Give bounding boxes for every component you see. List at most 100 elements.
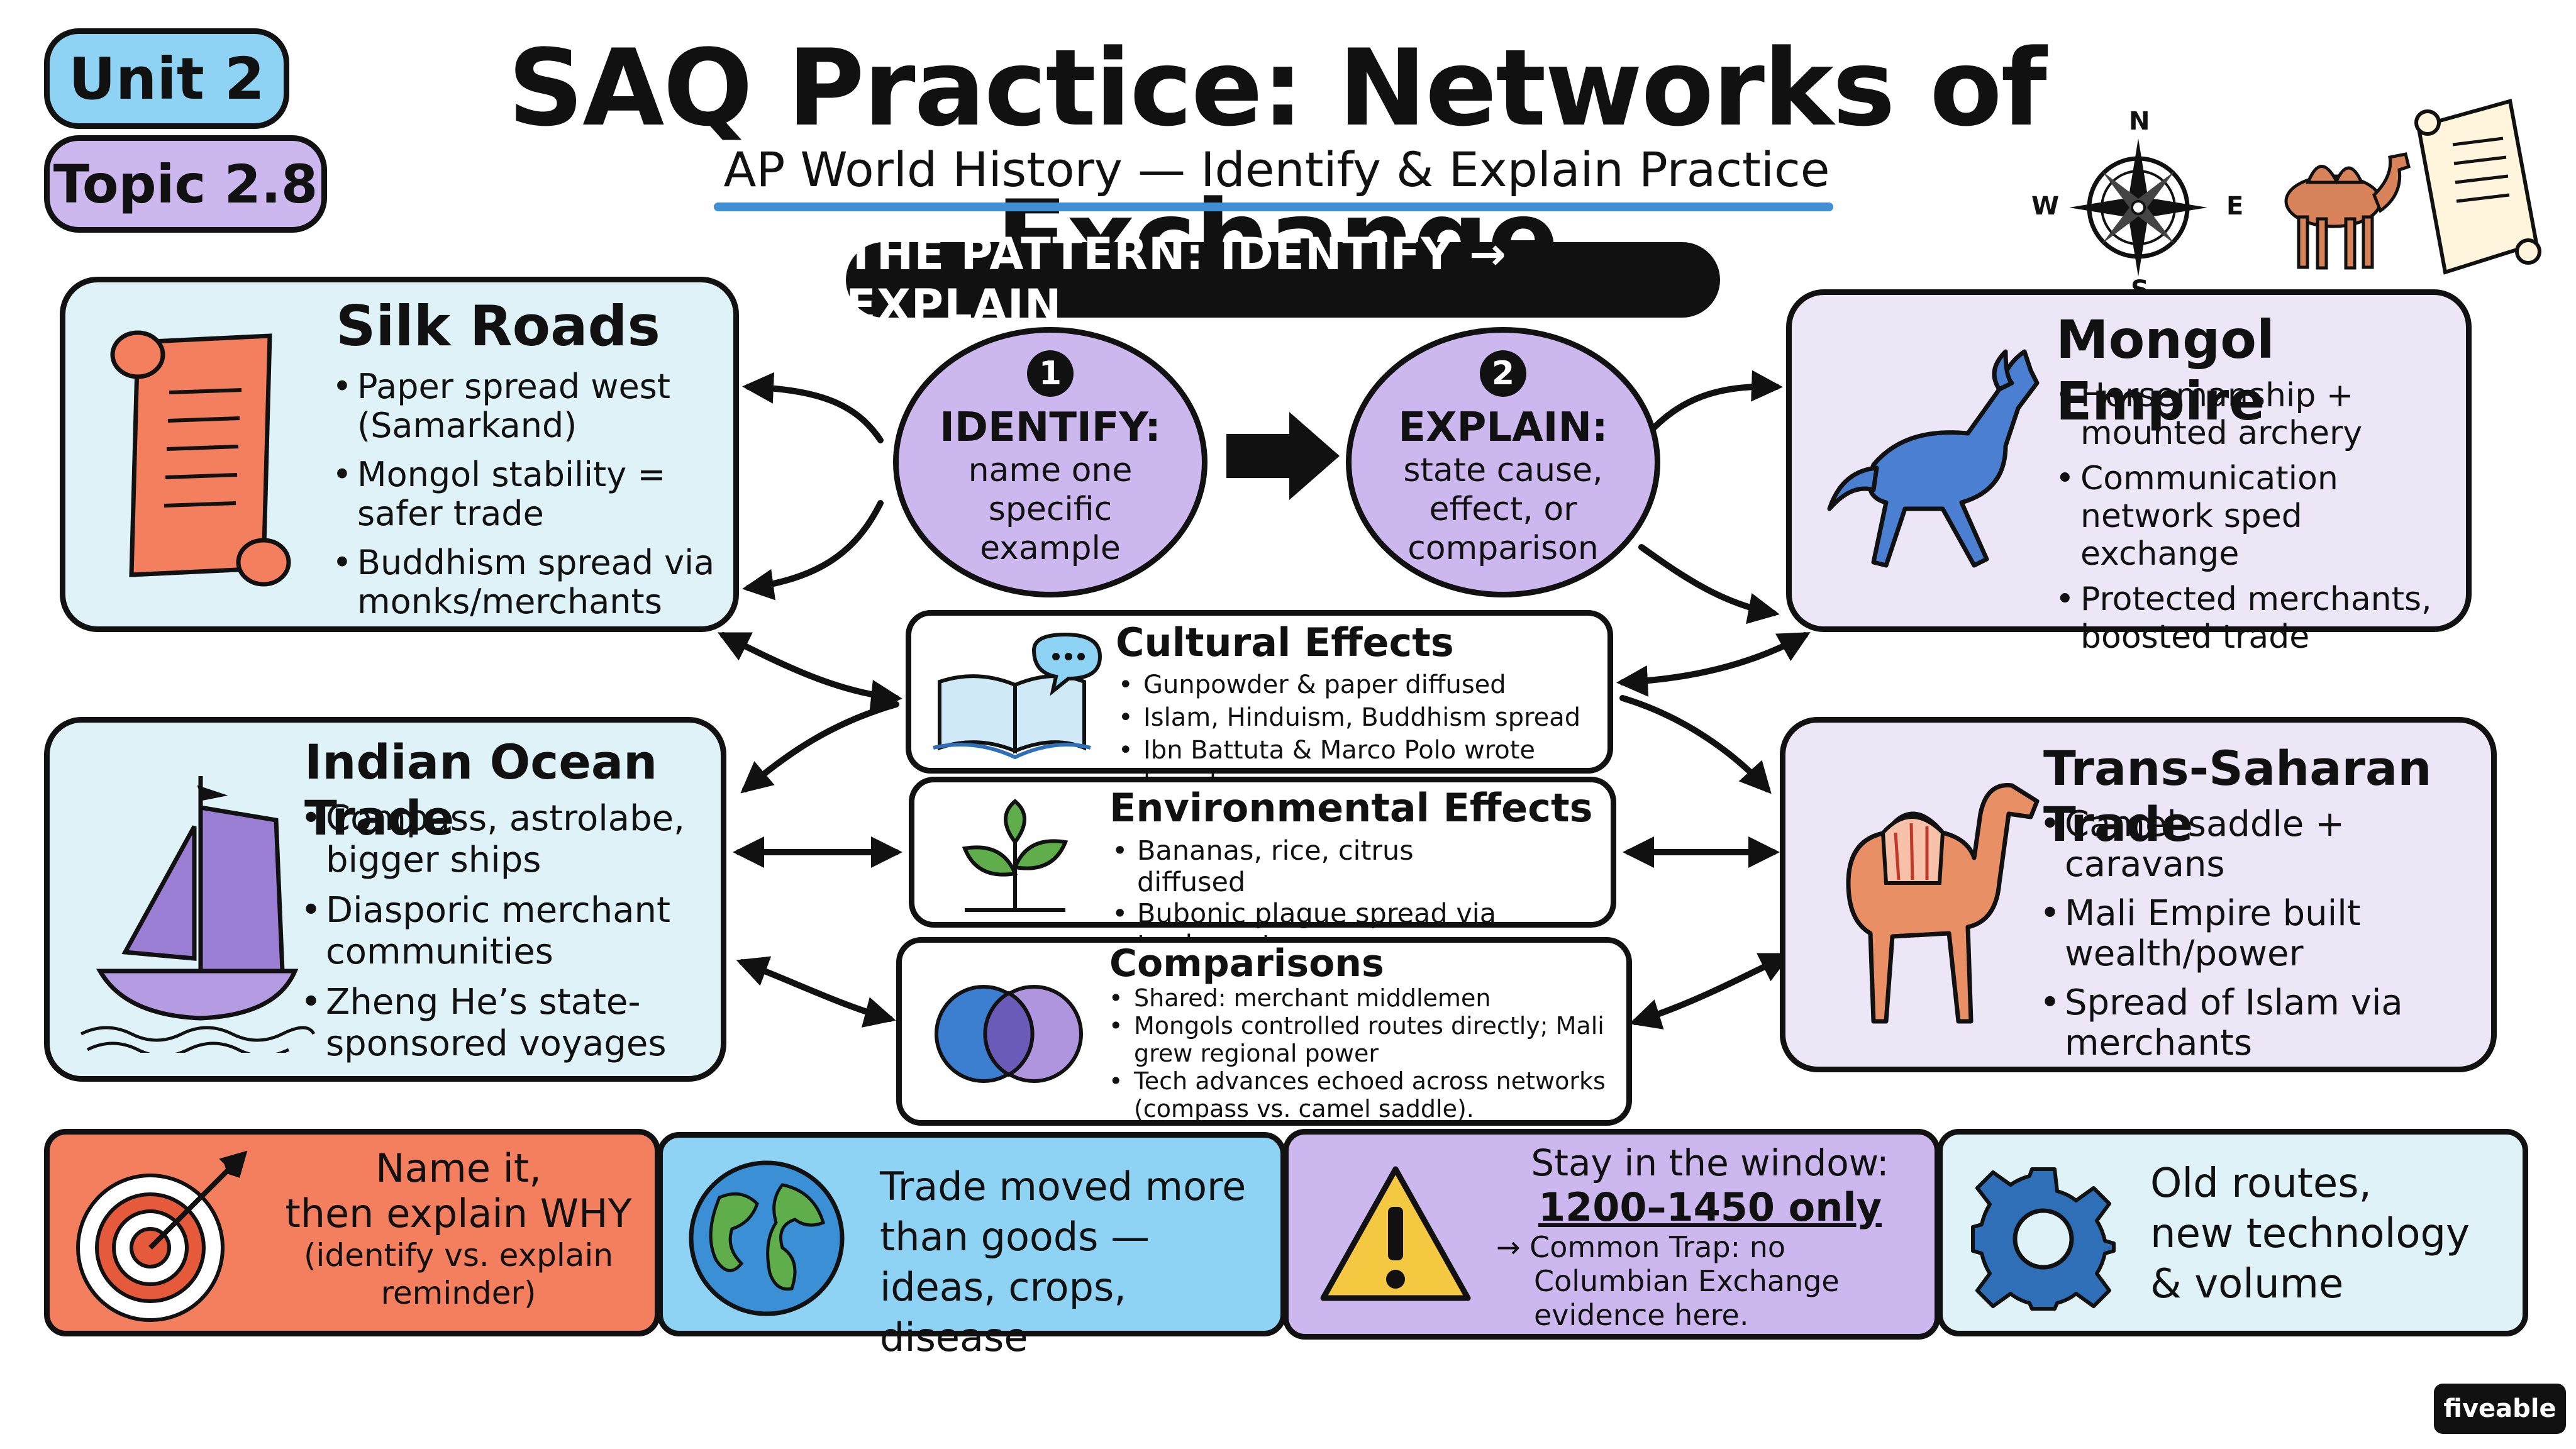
arrow-comparisons-saharan	[1629, 953, 1792, 1030]
card-comparisons-title: Comparisons	[1109, 941, 1384, 985]
compass-rose: N S W E	[2031, 107, 2243, 304]
pattern-banner-label: THE PATTERN: IDENTIFY → EXPLAIN	[846, 228, 1507, 331]
compass-w: W	[2031, 192, 2060, 221]
step-explain-line: comparison	[1407, 530, 1599, 567]
brand-badge: fiveable	[2434, 1384, 2566, 1434]
tip-trade-moved-line: Trade moved more	[880, 1163, 1246, 1209]
gear-icon	[1971, 1167, 2116, 1311]
arrow-pattern-to-mongol-bottom	[1638, 544, 1780, 625]
step-explain: 2 EXPLAIN: state cause, effect, or compa…	[1346, 327, 1660, 597]
tip-stay-line: evidence here.	[1534, 1298, 1749, 1332]
card-comparisons: Comparisons Shared: merchant middlemen M…	[896, 937, 1632, 1126]
card-indian-ocean: Indian Ocean Trade Compass, astrolabe, b…	[44, 717, 726, 1082]
venn-diagram-icon	[935, 985, 1083, 1083]
topic-badge: Topic 2.8	[44, 135, 327, 233]
tip-old-routes-line: new technology	[2150, 1211, 2470, 1257]
arrow-cultural-saharan	[1619, 695, 1772, 794]
step-identify: 1 IDENTIFY: name one specific example	[893, 327, 1208, 597]
target-icon	[76, 1150, 248, 1322]
unit-badge-label: Unit 2	[69, 45, 265, 113]
tip-name-it: Name it, then explain WHY (identify vs. …	[44, 1129, 660, 1336]
arrow-silk-cultural	[718, 632, 902, 711]
tip-trade-moved-line: than goods —	[880, 1214, 1150, 1260]
arrow-pattern-to-silk-top	[742, 372, 884, 443]
card-mongol-empire-list: Horsemanship + mounted archery Communica…	[2053, 377, 2468, 656]
step-explain-line: state cause,	[1403, 452, 1603, 489]
sprout-icon	[962, 799, 1069, 912]
book-chat-icon	[933, 632, 1102, 760]
warning-icon	[1320, 1166, 1471, 1301]
tip-name-it-line: (identify vs. explain	[303, 1237, 614, 1274]
tip-old-routes-line: Old routes,	[2150, 1160, 2372, 1207]
list-item: Spread of Islam via merchants	[2037, 983, 2490, 1063]
tip-old-routes-line: & volume	[2150, 1261, 2344, 1307]
list-item: Bananas, rice, citrus diffused	[1109, 835, 1499, 898]
arrow-indian-comparisons	[736, 956, 896, 1028]
step-number-1: 1	[1027, 350, 1074, 397]
step-number-2: 2	[1480, 350, 1526, 397]
card-cultural-effects-title: Cultural Effects	[1116, 619, 1454, 665]
tip-stay-line: Columbian Exchange	[1534, 1264, 1840, 1298]
page-subtitle: AP World History — Identify & Explain Pr…	[723, 142, 1830, 197]
card-silk-roads-list: Paper spread west (Samarkand) Mongol sta…	[330, 367, 726, 621]
paper-scroll-icon	[110, 330, 291, 587]
arrow-cultural-indian	[740, 701, 899, 794]
topic-badge-label: Topic 2.8	[53, 153, 318, 215]
list-item: Diasporic merchant communities	[298, 890, 719, 973]
list-item: Camel saddle + caravans	[2037, 804, 2490, 885]
step-identify-line: name one	[968, 452, 1133, 489]
pattern-banner: THE PATTERN: IDENTIFY → EXPLAIN	[846, 228, 1720, 331]
step-identify-line: specific	[988, 491, 1113, 528]
list-item: Mongol stability = safer trade	[330, 455, 726, 533]
card-silk-roads: Silk Roads Paper spread west (Samarkand)…	[60, 277, 739, 632]
tip-name-it-line: then explain WHY	[285, 1191, 632, 1236]
arrow-pattern-to-silk-bottom	[742, 500, 884, 601]
tip-name-it-line: Name it,	[375, 1145, 541, 1191]
card-trans-saharan-list: Camel saddle + caravans Mali Empire buil…	[2037, 804, 2490, 1063]
compass-e: E	[2226, 192, 2244, 221]
arrow-pattern-to-mongol-top	[1651, 370, 1783, 431]
tip-trade-moved-line: ideas, crops, disease	[880, 1264, 1126, 1360]
small-camel-icon	[2284, 152, 2411, 270]
compass-icon	[2069, 138, 2207, 277]
step-explain-title: EXPLAIN:	[1398, 404, 1608, 451]
tip-stay-line: 1200–1450 only	[1538, 1184, 1882, 1230]
card-indian-ocean-list: Compass, astrolabe, bigger ships Diaspor…	[298, 798, 719, 1065]
globe-icon	[689, 1160, 845, 1316]
tip-trade-moved-text: Trade moved more than goods — ideas, cro…	[880, 1162, 1282, 1363]
camel-icon	[1846, 783, 2040, 1024]
list-item: Mali Empire built wealth/power	[2037, 894, 2490, 974]
card-environmental-effects-list: Bananas, rice, citrus diffused Bubonic p…	[1109, 835, 1499, 961]
list-item: Compass, astrolabe, bigger ships	[298, 798, 719, 881]
tip-trade-moved: Trade moved more than goods — ideas, cro…	[657, 1132, 1286, 1360]
horse-icon	[1827, 349, 2040, 568]
card-cultural-effects: Cultural Effects Gunpowder & paper diffu…	[906, 610, 1613, 797]
list-item: Islam, Hinduism, Buddhism spread	[1116, 701, 1613, 734]
list-item: Gunpowder & paper diffused	[1116, 669, 1613, 701]
card-trans-saharan: Trans-Saharan Trade Camel saddle + carav…	[1780, 717, 2497, 1072]
tip-old-routes-text: Old routes, new technology & volume	[2150, 1158, 2521, 1309]
list-item: Communication network sped exchange	[2053, 460, 2468, 573]
list-item: Shared: merchant middlemen	[1106, 984, 1622, 1012]
list-item: Tech advances echoed across networks (co…	[1106, 1067, 1622, 1123]
list-item: Horsemanship + mounted archery	[2053, 377, 2468, 452]
list-item: Buddhism spread via monks/merchants	[330, 543, 726, 621]
compass-n: N	[2129, 107, 2150, 136]
subtitle-underline	[714, 203, 1833, 211]
list-item: Paper spread west (Samarkand)	[330, 367, 726, 445]
step-identify-line: example	[980, 530, 1121, 567]
brand-label: fiveable	[2443, 1394, 2557, 1423]
arrow-identify-to-explain	[1226, 412, 1340, 500]
tip-name-it-text: Name it, then explain WHY (identify vs. …	[257, 1146, 660, 1312]
list-item: Mongols controlled routes directly; Mali…	[1106, 1012, 1622, 1067]
ship-icon	[80, 776, 316, 1053]
arrow-cultural-mongol	[1616, 632, 1811, 697]
tip-old-routes: Old routes, new technology & volume	[1937, 1129, 2528, 1336]
tip-stay-in-window-text: Stay in the window: 1200–1450 only → Com…	[1484, 1141, 1936, 1332]
tip-stay-line: → Common Trap: no	[1496, 1230, 1786, 1264]
tip-stay-line: Stay in the window:	[1531, 1141, 1889, 1184]
list-item: Protected merchants, boosted trade	[2053, 580, 2468, 656]
card-mongol-empire: Mongol Empire Horsemanship + mounted arc…	[1786, 289, 2472, 656]
card-silk-roads-title: Silk Roads	[336, 294, 660, 358]
